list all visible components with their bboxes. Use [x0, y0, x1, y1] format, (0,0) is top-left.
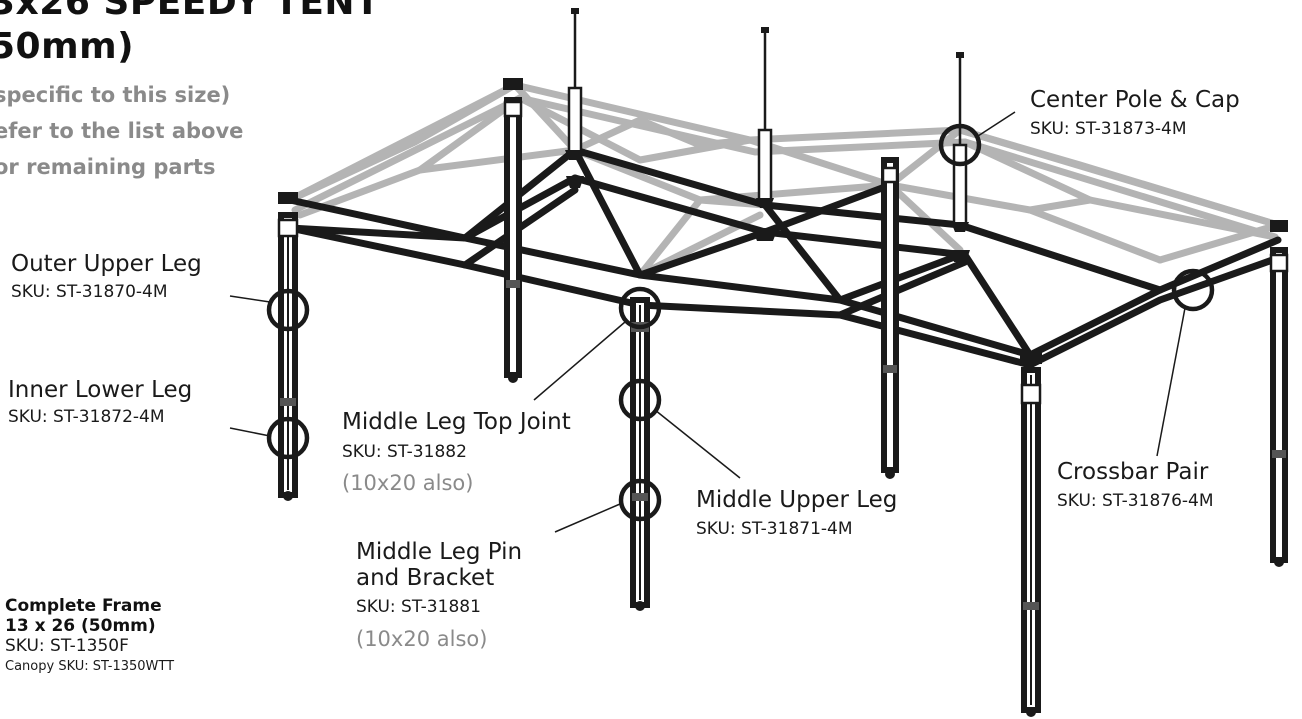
center-poles	[567, 12, 968, 227]
sku-middle-leg-top-joint: SKU: ST-31882	[342, 442, 467, 462]
label-middle-leg-pin-line1: Middle Leg Pin	[356, 539, 523, 565]
callout-circle-middle-leg-top-joint	[618, 286, 662, 330]
note-middle-leg-top-joint: (10x20 also)	[342, 471, 474, 495]
header-note-line1: specific to this size)	[0, 83, 231, 107]
back-truss	[286, 81, 1282, 279]
sku-inner-lower-leg: SKU: ST-31872-4M	[8, 407, 165, 427]
canopy-sku: Canopy SKU: ST-1350WTT	[5, 659, 175, 674]
center-pole-caps	[565, 8, 970, 262]
sku-crossbar-pair: SKU: ST-31876-4M	[1057, 491, 1214, 511]
page-title-line1: 3x26 SPEEDY TENT	[0, 0, 381, 23]
complete-frame-heading: Complete Frame	[5, 596, 162, 616]
label-middle-leg-top-joint: Middle Leg Top Joint	[342, 409, 571, 435]
callout-circle-outer-upper-leg	[266, 288, 310, 332]
sku-center-pole: SKU: ST-31873-4M	[1030, 119, 1187, 139]
leg-joints	[278, 78, 1288, 717]
label-middle-upper-leg: Middle Upper Leg	[696, 487, 898, 513]
complete-frame-sku: SKU: ST-1350F	[5, 636, 129, 656]
leader-lines	[229, 111, 1186, 533]
callout-circle-inner-lower-leg	[266, 416, 310, 460]
page-title-line2: 50mm)	[0, 26, 135, 67]
callout-markers	[266, 123, 1215, 522]
note-middle-leg-pin: (10x20 also)	[356, 627, 488, 651]
label-center-pole: Center Pole & Cap	[1030, 87, 1240, 113]
label-outer-upper-leg: Outer Upper Leg	[11, 251, 202, 277]
label-middle-leg-pin-line2: and Bracket	[356, 565, 495, 591]
callout-circle-middle-upper-leg	[618, 378, 662, 422]
label-crossbar-pair: Crossbar Pair	[1057, 459, 1209, 485]
sku-outer-upper-leg: SKU: ST-31870-4M	[11, 282, 168, 302]
label-inner-lower-leg: Inner Lower Leg	[8, 377, 193, 403]
header-note-line3: or remaining parts	[0, 155, 216, 179]
header-note-line2: efer to the list above	[0, 119, 244, 143]
sku-middle-upper-leg: SKU: ST-31871-4M	[696, 519, 853, 539]
callout-circle-middle-leg-pin	[618, 478, 662, 522]
sku-middle-leg-pin: SKU: ST-31881	[356, 597, 481, 617]
callout-circle-center-pole	[938, 123, 982, 167]
corner-sleeves	[277, 100, 1289, 405]
callout-circle-crossbar-pair	[1171, 268, 1215, 312]
complete-frame-size: 13 x 26 (50mm)	[5, 616, 156, 636]
